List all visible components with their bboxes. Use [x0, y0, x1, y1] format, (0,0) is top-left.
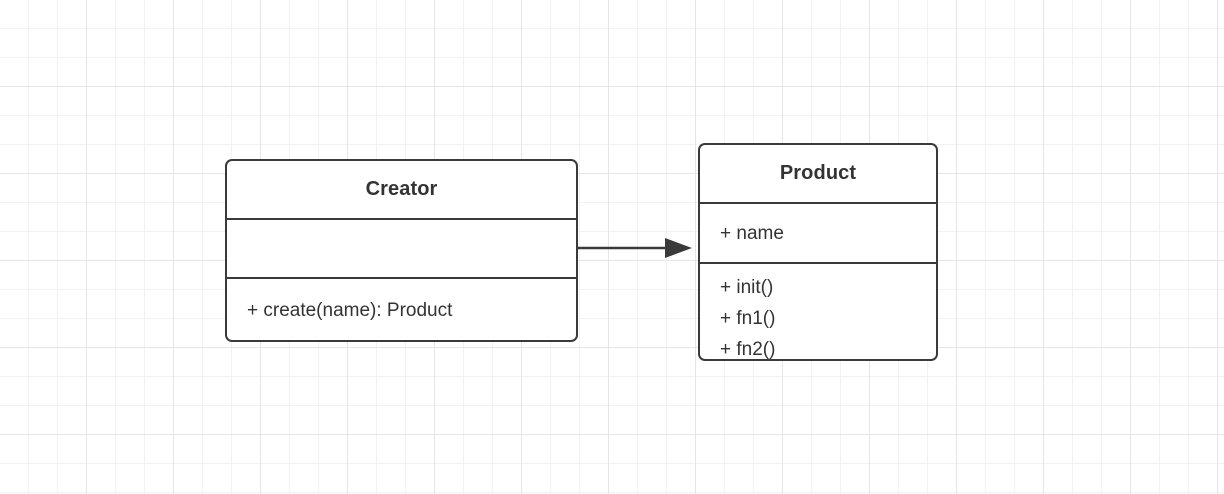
operation-item: + create(name): Product — [247, 299, 453, 321]
class-name-label: Product — [779, 162, 857, 184]
attributes-compartment-creator — [227, 218, 576, 277]
attributes-compartment-product: + name — [700, 202, 936, 262]
operations-compartment-creator: + create(name): Product — [227, 277, 576, 340]
operations-compartment-product: + init() + fn1() + fn2() — [700, 262, 936, 360]
operation-item: + fn1() — [720, 308, 776, 329]
class-name-product: Product — [700, 145, 936, 202]
class-name-creator: Creator — [227, 161, 576, 218]
association-arrow-creator-to-product[interactable] — [570, 228, 700, 268]
arrowhead-icon — [665, 238, 692, 258]
uml-class-creator[interactable]: Creator + create(name): Product — [225, 159, 578, 342]
operation-item: + fn2() — [720, 339, 776, 360]
operation-item: + init() — [720, 277, 774, 298]
uml-class-product[interactable]: Product + name + init() + fn1() + fn2() — [698, 143, 938, 361]
class-name-label: Creator — [365, 178, 438, 200]
attribute-item: + name — [720, 222, 784, 244]
